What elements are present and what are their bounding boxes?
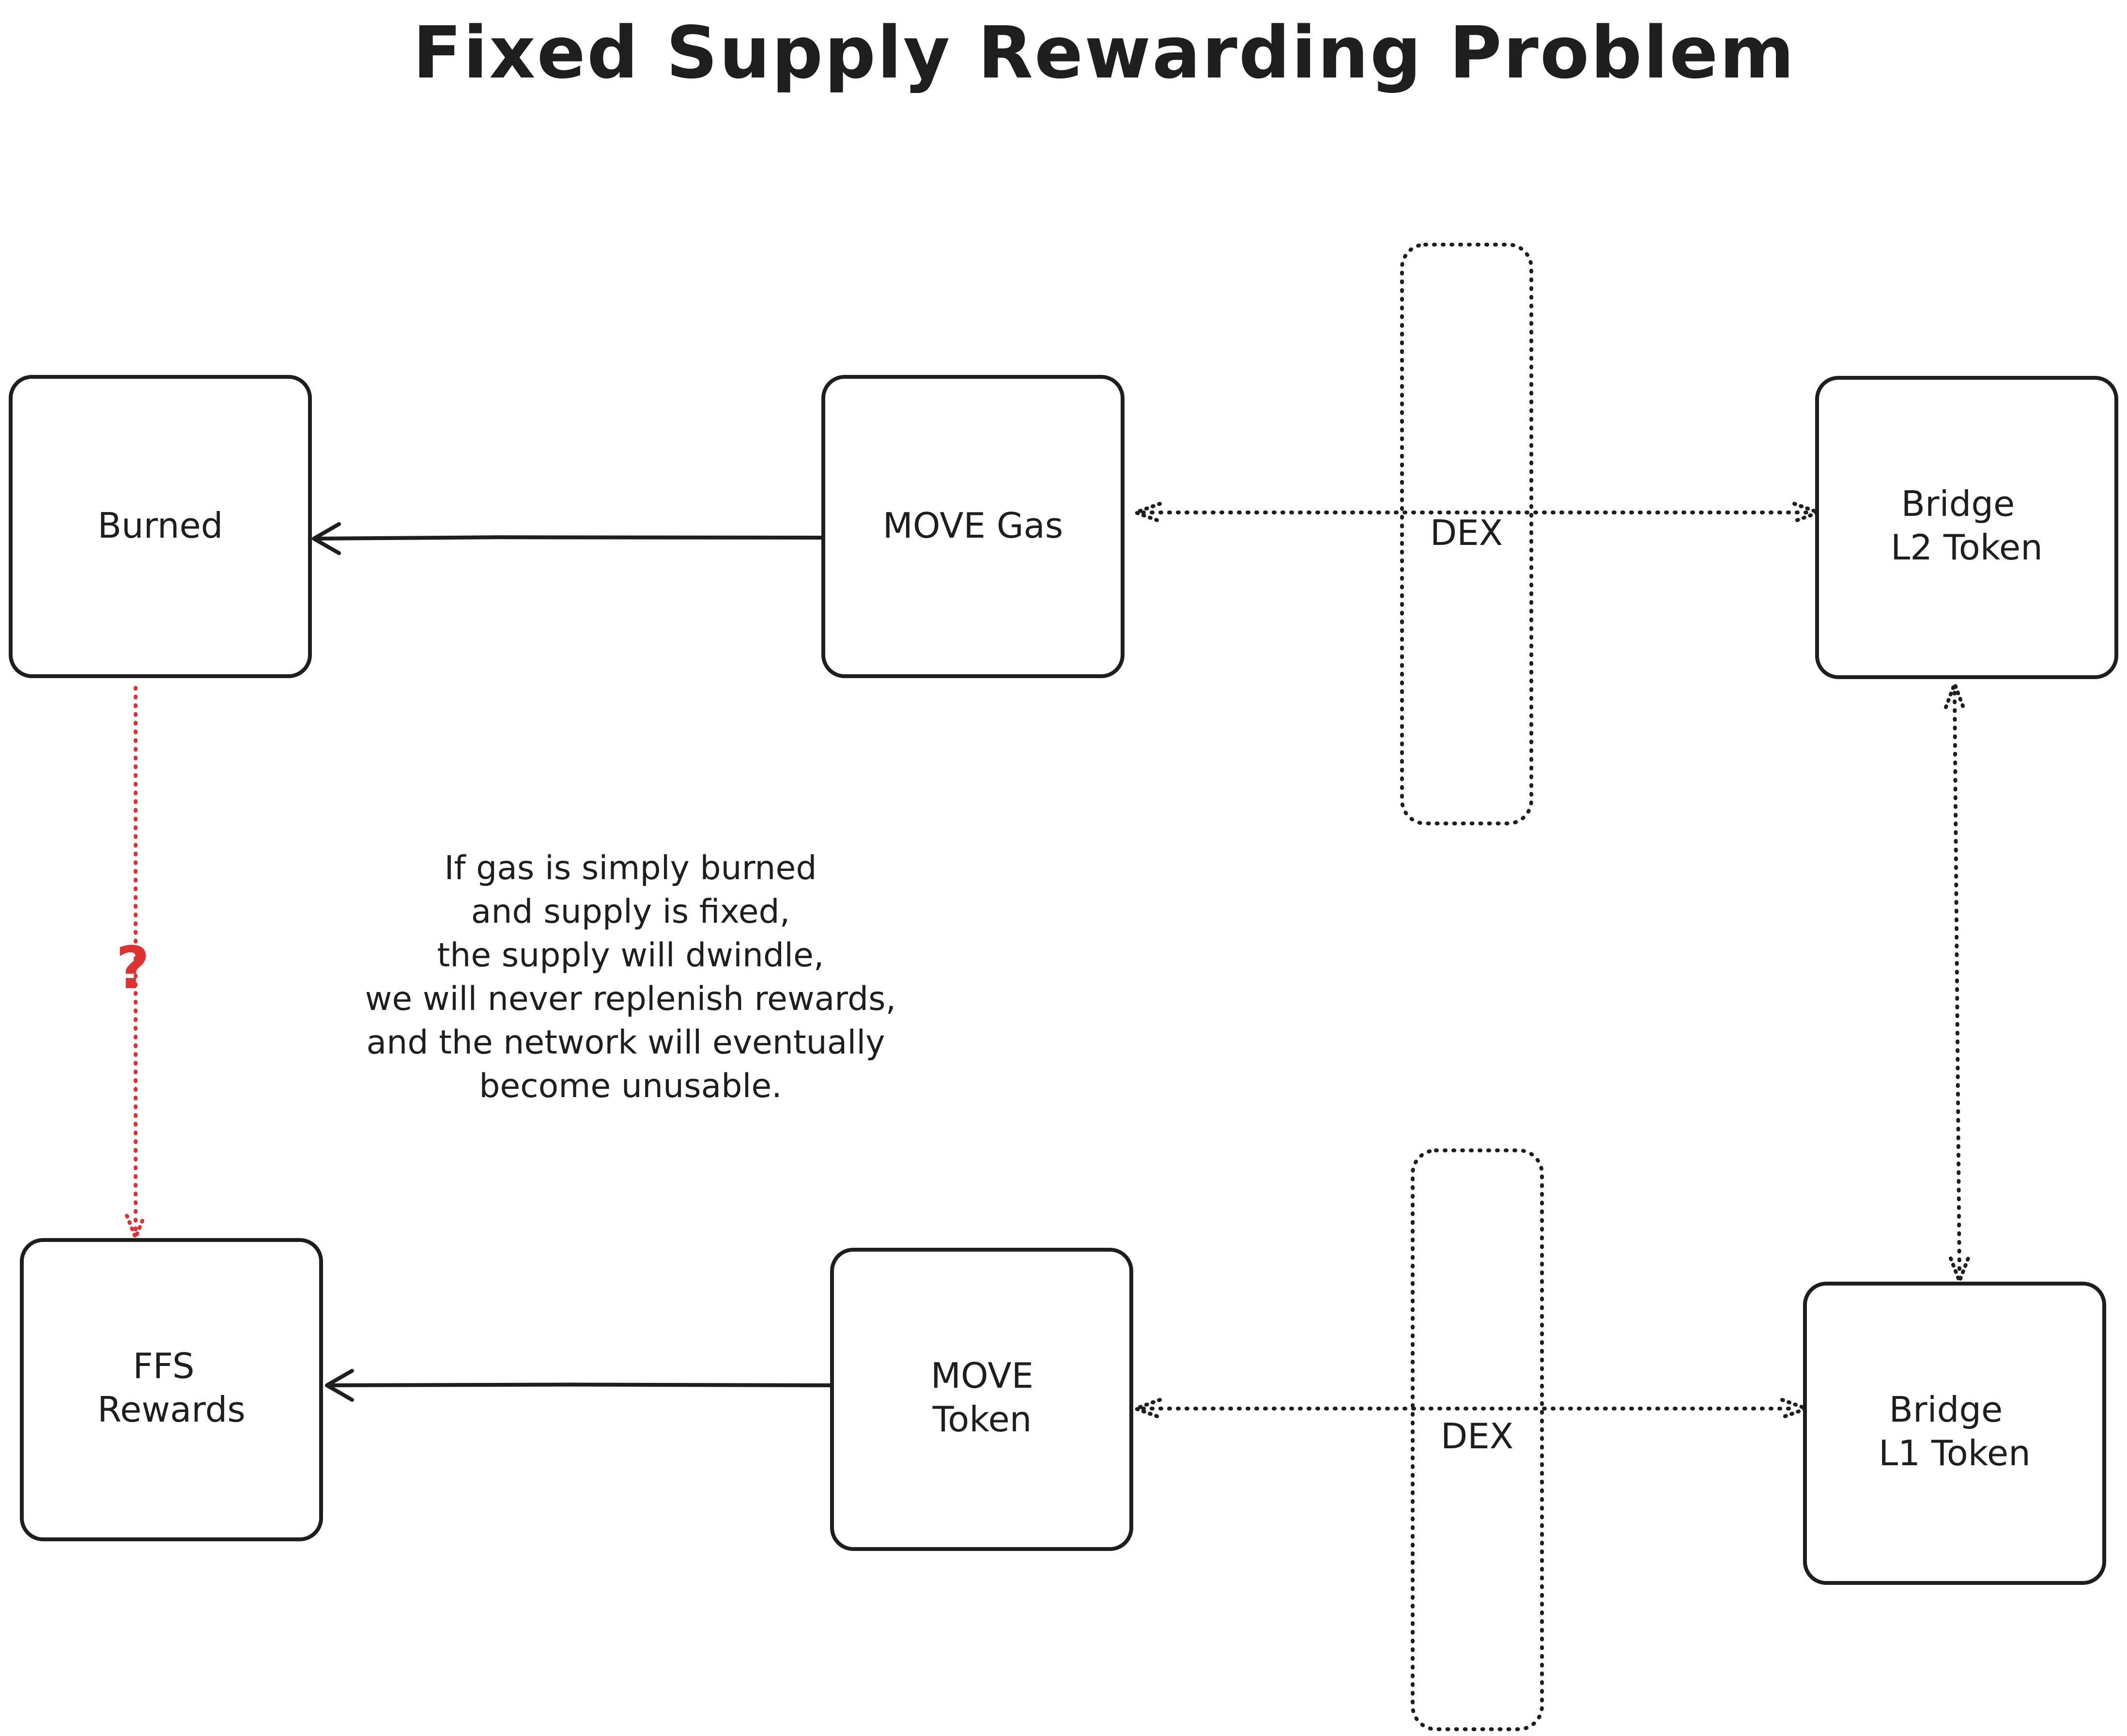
bridge-l1-label-line-1: Bridge <box>1889 1389 2003 1430</box>
bridge-l2-label-line-1: Bridge <box>1901 483 2015 524</box>
question-mark-icon: ? <box>116 935 150 1002</box>
move-token-box <box>830 1248 1133 1551</box>
burned-to-rewards-red-link <box>125 686 146 1240</box>
move-token-label-line-2: Token <box>932 1399 1032 1440</box>
move-gas-label: MOVE Gas <box>883 505 1064 546</box>
dex-top-label: DEX <box>1430 512 1503 553</box>
note-line-4: we will never replenish rewards, <box>365 980 896 1018</box>
note-line-5: and the network will eventually <box>367 1023 885 1062</box>
note-line-1: If gas is simply burned <box>444 849 817 887</box>
move-gas-box <box>821 375 1125 678</box>
note-line-6: become unusable. <box>479 1067 782 1105</box>
dex-bottom-box <box>1411 1148 1544 1731</box>
bridge-l2-l1-link <box>1944 682 1970 1283</box>
diagram-title: Fixed Supply Rewarding Problem <box>413 11 1796 94</box>
token-to-rewards-arrow <box>325 1369 832 1402</box>
move-token-label-line-1: MOVE <box>931 1355 1033 1396</box>
bridge-l2-box <box>1815 376 2118 679</box>
ffs-rewards-label-line-2: Rewards <box>97 1389 246 1430</box>
note-line-3: the supply will dwindle, <box>437 936 824 975</box>
ffs-rewards-box <box>20 1238 323 1541</box>
dex-bottom-label: DEX <box>1441 1416 1513 1457</box>
bridge-l2-label-line-2: L2 Token <box>1891 527 2043 568</box>
note-line-2: and supply is fixed, <box>471 893 790 931</box>
token-bridge-l1-link <box>1134 1398 1808 1419</box>
ffs-rewards-label-line-1: FFS <box>133 1346 194 1386</box>
bridge-l1-box <box>1803 1282 2106 1585</box>
bridge-l1-label-line-2: L1 Token <box>1879 1433 2031 1473</box>
gas-to-burned-arrow <box>312 522 829 555</box>
explanation-note: If gas is simply burned and supply is fi… <box>365 849 896 1105</box>
burned-box <box>9 375 312 678</box>
burned-label: Burned <box>98 505 223 546</box>
dex-top-box <box>1400 243 1533 825</box>
